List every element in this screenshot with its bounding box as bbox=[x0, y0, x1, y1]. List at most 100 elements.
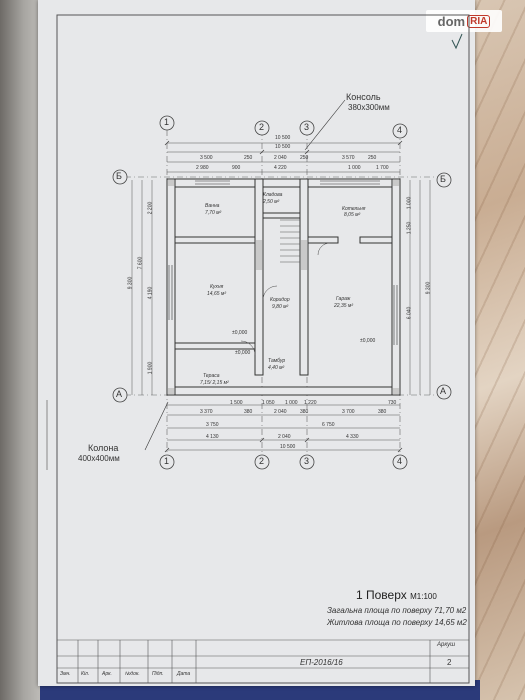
tb-col-count: Кіл. bbox=[81, 671, 90, 677]
column-leader bbox=[144, 401, 169, 451]
room-name-bath: Ванна bbox=[205, 203, 220, 209]
dim-top2-1: 2 980 bbox=[196, 165, 209, 171]
watermark-brand: dom bbox=[437, 13, 466, 29]
room-area-corridor: 9,80 м² bbox=[272, 304, 289, 310]
dim-bot3-1: 3 750 bbox=[206, 422, 219, 428]
dim-left-2: 2 200 bbox=[147, 201, 154, 215]
dim-top-total-2: 10 500 bbox=[275, 144, 291, 150]
dim-left-total: 9 300 bbox=[127, 276, 134, 290]
dim-top-total: 10 500 bbox=[275, 135, 291, 141]
axis-label-2-top: 2 bbox=[259, 122, 265, 132]
title-block-grid bbox=[57, 639, 469, 683]
console-leader bbox=[304, 99, 346, 151]
room-area-garage: 22,35 м² bbox=[334, 303, 353, 309]
dim-bot1-3: 1 000 bbox=[285, 400, 298, 406]
sheet-number: 2 bbox=[447, 658, 452, 667]
dim-bot-total: 10 500 bbox=[280, 444, 296, 450]
dim-top2-2: 900 bbox=[232, 165, 241, 171]
room-area-storage: 2,50 м² bbox=[263, 199, 280, 205]
room-name-kitchen: Кухня bbox=[210, 284, 224, 290]
dim-top-4: 250 bbox=[300, 155, 309, 161]
room-name-terrace: Тераса bbox=[203, 373, 220, 379]
room-area-kitchen: 14,65 м² bbox=[207, 291, 226, 297]
dim-bot2-5: 3 700 bbox=[342, 409, 355, 415]
tb-col-sheet: Арк. bbox=[102, 671, 112, 677]
tb-col-sign: Підп. bbox=[152, 671, 164, 677]
dim-bot1-4: 1 220 bbox=[304, 400, 317, 406]
dim-bot4-2: 2 040 bbox=[278, 434, 291, 440]
sheet-frame bbox=[56, 14, 470, 684]
console-title: Консоль bbox=[346, 92, 381, 102]
dim-right-1: 1 000 bbox=[406, 196, 413, 210]
tb-col-doc: №док. bbox=[125, 671, 140, 677]
door-swings bbox=[240, 242, 331, 356]
check-mark bbox=[451, 33, 463, 50]
axis-label-b-right: Б bbox=[440, 174, 446, 184]
axis-label-b-left: Б bbox=[116, 171, 122, 181]
axis-label-3-top: 3 bbox=[304, 122, 310, 132]
wall-hatching bbox=[168, 180, 399, 394]
dim-bot2-3: 2 040 bbox=[274, 409, 287, 415]
walls bbox=[166, 178, 401, 396]
room-name-garage: Гараж bbox=[336, 296, 351, 302]
column-title: Колона bbox=[88, 443, 119, 453]
dim-top-3: 2 040 bbox=[274, 155, 287, 161]
living-area-text: Житлова площа по поверху 14,65 м2 bbox=[327, 618, 467, 627]
dim-right-3: 6 040 bbox=[406, 306, 413, 320]
dim-bot3-2: 6 750 bbox=[322, 422, 335, 428]
level-mark-garage: ±0,000 bbox=[360, 338, 376, 344]
dim-top-2: 250 bbox=[244, 155, 253, 161]
dim-right-2: 1 250 bbox=[406, 221, 413, 235]
dim-right-total: 9 300 bbox=[425, 281, 432, 295]
dim-bot2-1: 3 370 bbox=[200, 409, 213, 415]
floor-scale: М1:100 bbox=[410, 592, 437, 601]
windows bbox=[168, 180, 398, 345]
dim-top2-5: 1 700 bbox=[376, 165, 389, 171]
room-area-bath: 7,70 м² bbox=[205, 210, 222, 216]
level-mark-terrace: ±0,000 bbox=[235, 350, 251, 356]
tb-col-change: Змн. bbox=[60, 671, 71, 677]
axis-label-a-right: А bbox=[440, 386, 447, 396]
axis-label-3-bottom: 3 bbox=[304, 456, 310, 466]
column-size: 400х400мм bbox=[78, 454, 120, 463]
watermark-badge: RIA bbox=[467, 14, 491, 28]
dim-top2-4: 1 000 bbox=[348, 165, 361, 171]
axis-bubbles bbox=[112, 115, 452, 470]
axis-label-1-bottom: 1 bbox=[164, 456, 170, 466]
stairs bbox=[280, 219, 300, 263]
room-name-vestibule: Тамбур bbox=[268, 358, 286, 364]
axis-label-4-bottom: 4 bbox=[397, 456, 403, 466]
dim-left-1: 7 600 bbox=[137, 256, 144, 270]
dim-top-5: 3 570 bbox=[342, 155, 355, 161]
axis-label-1-top: 1 bbox=[164, 117, 170, 127]
dim-bot2-6: 380 bbox=[378, 409, 387, 415]
dim-left-3: 4 190 bbox=[147, 286, 154, 300]
dim-top2-3: 4 220 bbox=[274, 165, 287, 171]
room-area-vestibule: 4,40 м² bbox=[268, 365, 285, 371]
project-code: ЕП-2016/16 bbox=[300, 658, 343, 667]
axis-label-2-bottom: 2 bbox=[259, 456, 265, 466]
dim-top-6: 250 bbox=[368, 155, 377, 161]
room-area-boiler: 8,05 м² bbox=[344, 212, 361, 218]
total-area-text: Загальна площа по поверху 71,70 м2 bbox=[327, 606, 467, 615]
room-area-terrace: 7,15/ 2,15 м² bbox=[200, 380, 229, 386]
floor-title: 1 Поверх М1:100 bbox=[356, 588, 437, 602]
dim-bot1-1: 1 500 bbox=[230, 400, 243, 406]
axis-label-a-left: А bbox=[116, 389, 123, 399]
dimension-lines bbox=[131, 142, 431, 451]
dim-bot2-4: 380 bbox=[300, 409, 309, 415]
dim-bot4-1: 4 130 bbox=[206, 434, 219, 440]
floor-title-text: 1 Поверх bbox=[356, 588, 407, 602]
sheet-label: Аркуш bbox=[437, 642, 456, 648]
dimension-ticks bbox=[164, 140, 403, 453]
level-mark-kitchen: ±0,000 bbox=[232, 330, 248, 336]
console-size: 380х300мм bbox=[348, 103, 390, 112]
dim-bot1-2: 1 050 bbox=[262, 400, 275, 406]
room-name-boiler: Котельня bbox=[342, 206, 366, 212]
dim-bot1-5: 730 bbox=[388, 400, 397, 406]
room-name-storage: Кладова bbox=[263, 192, 283, 198]
dim-left-4: 1 900 bbox=[147, 361, 154, 375]
dim-top-1: 3 500 bbox=[200, 155, 213, 161]
dim-bot4-3: 4 330 bbox=[346, 434, 359, 440]
